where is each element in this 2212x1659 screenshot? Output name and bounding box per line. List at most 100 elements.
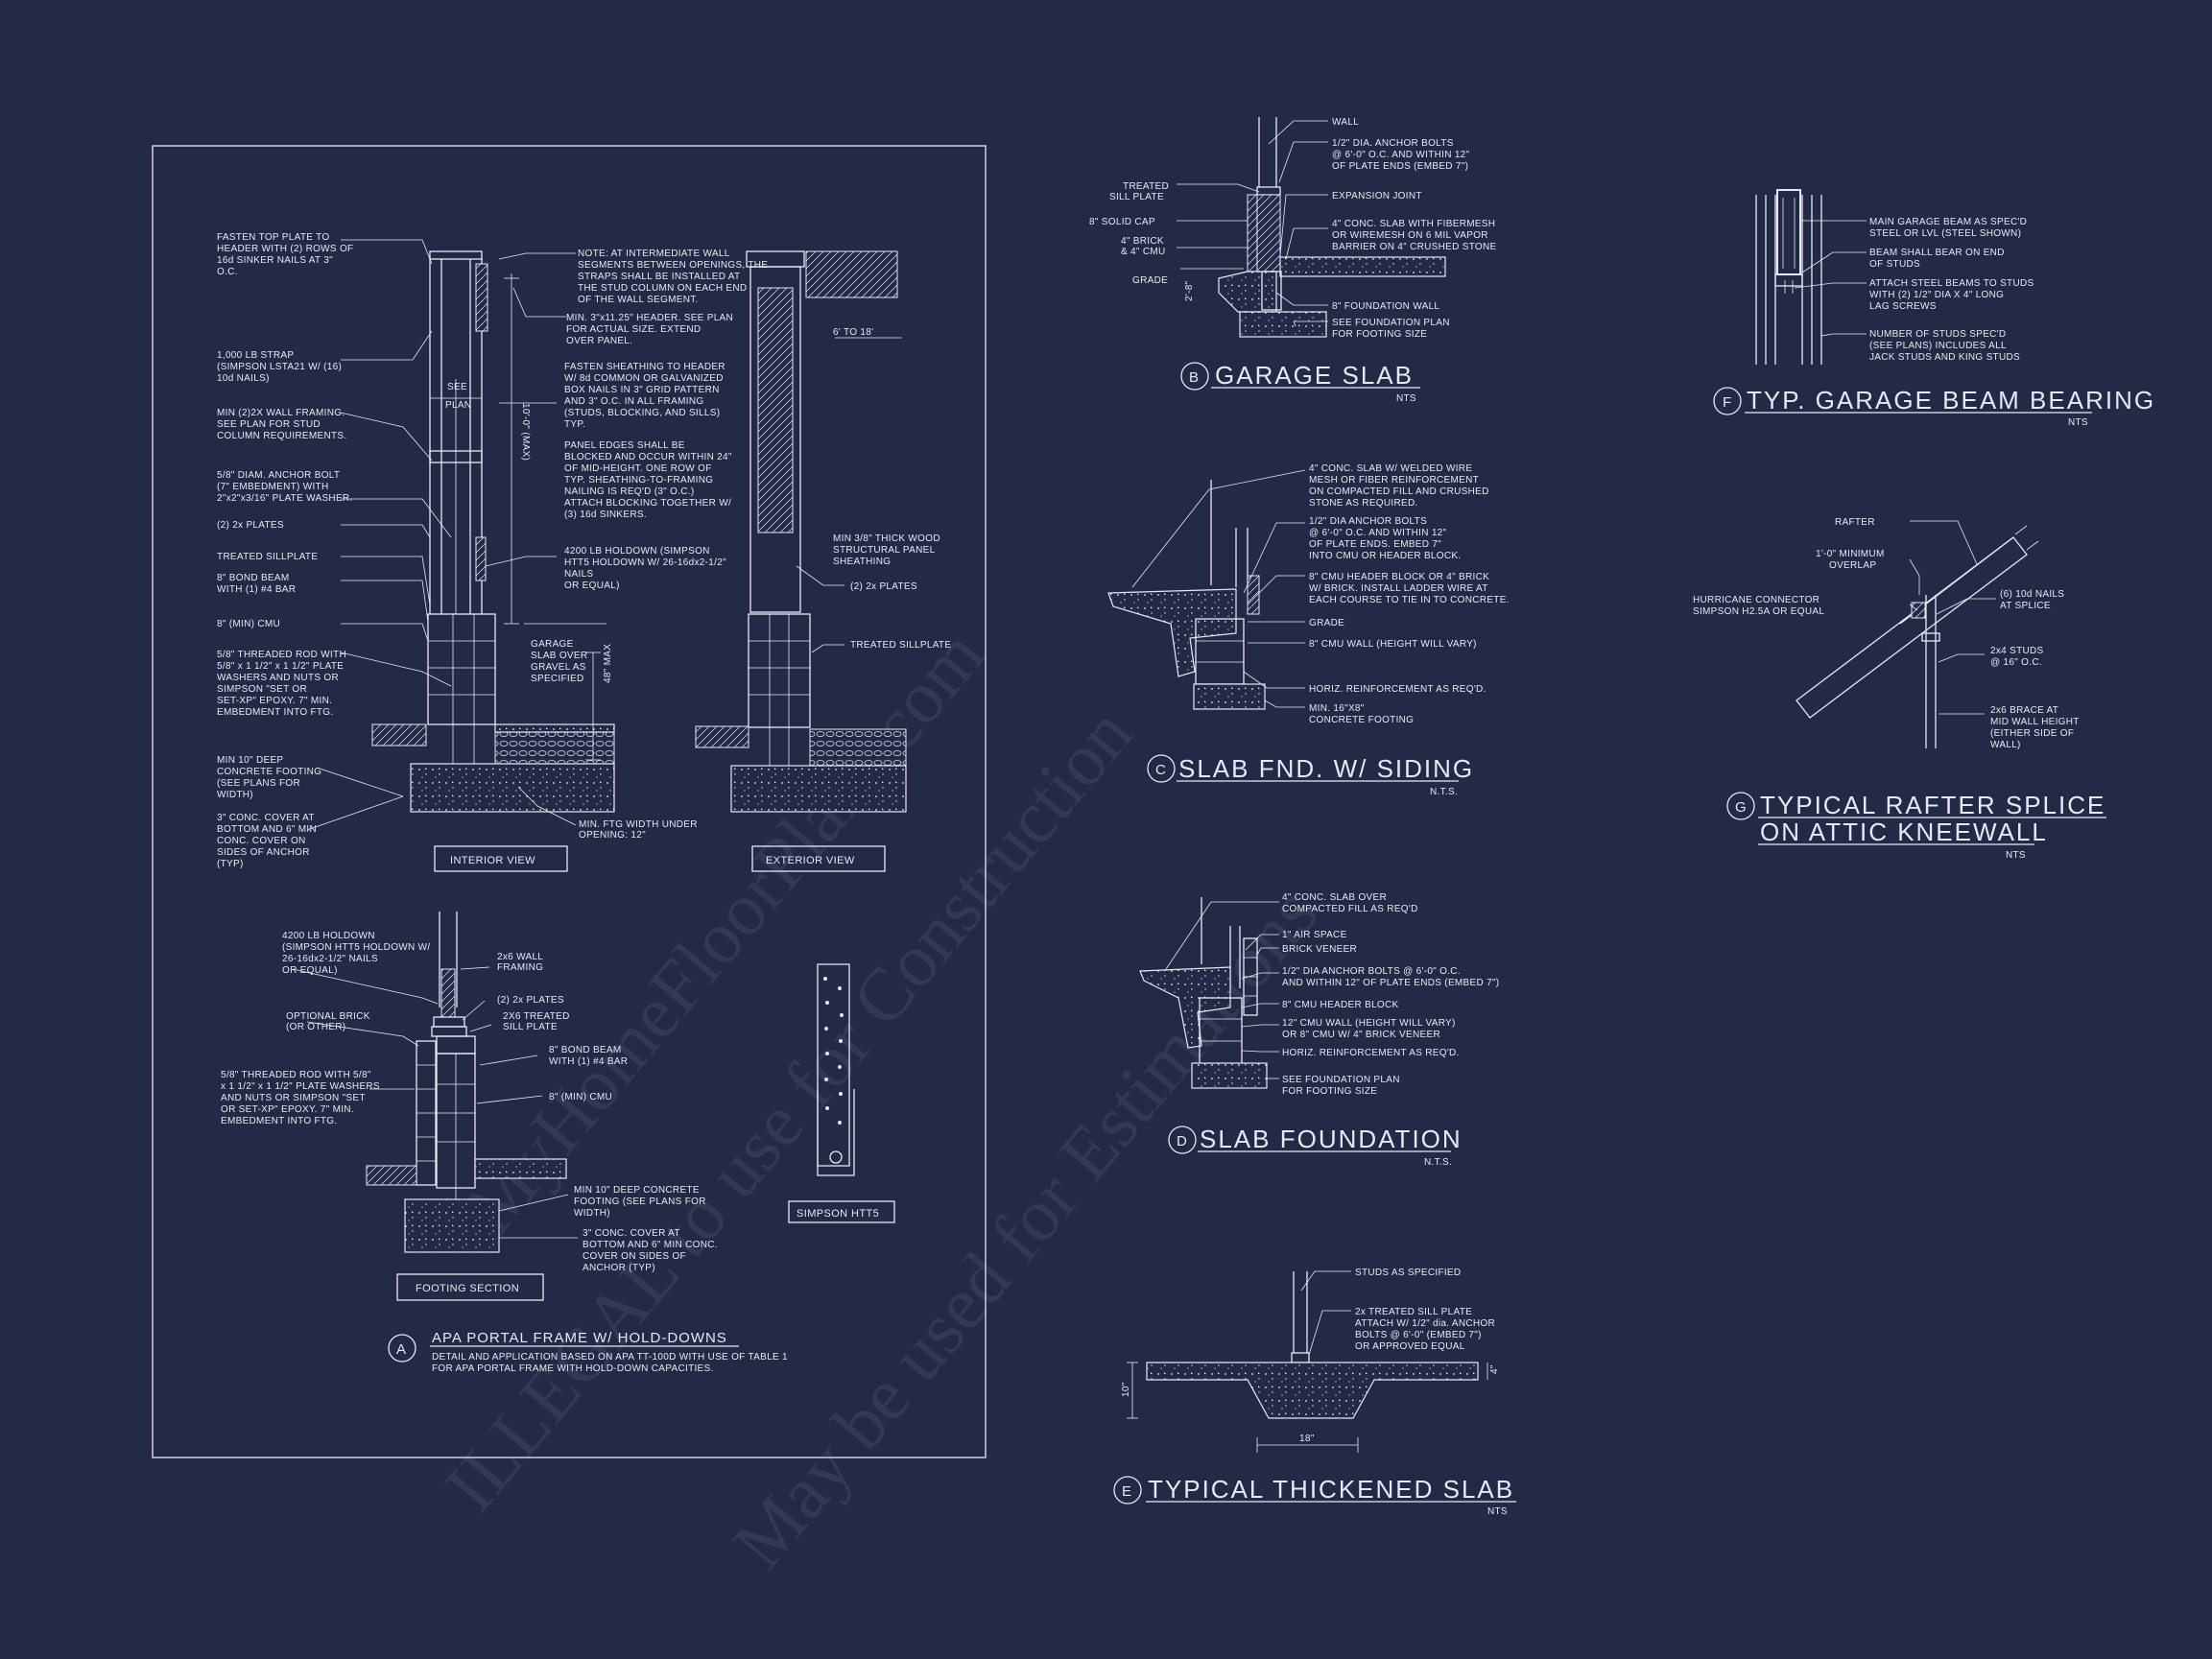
- detail-f-title: TYP. GARAGE BEAM BEARING: [1747, 386, 2155, 415]
- detail-a-border: [152, 145, 987, 1458]
- note-framing-2: SEE PLAN FOR STUD: [217, 419, 321, 430]
- note-garage-2: SLAB OVER: [531, 651, 587, 661]
- detail-f-leaders: [1794, 220, 1867, 337]
- note-rod-2: 5/8" x 1 1/2" x 1 1/2" PLATE: [217, 661, 344, 672]
- detail-g-leaders: [1909, 520, 1996, 715]
- detail-a-subtitle-1: DETAIL AND APPLICATION BASED ON APA TT-1…: [432, 1352, 788, 1363]
- note-sheathing-3: BOX NAILS IN 3" GRID PATTERN: [564, 385, 720, 395]
- detail-e-drawing: [1127, 1271, 1488, 1453]
- b-brick-2: & 4" CMU: [1121, 247, 1166, 257]
- note-osb-3: SHEATHING: [833, 557, 891, 567]
- detail-f-notes: MAIN GARAGE BEAM AS SPEC'D STEEL OR LVL …: [1713, 217, 2155, 428]
- footing-section-label: FOOTING SECTION: [416, 1283, 519, 1294]
- note-garage-1: GARAGE: [531, 639, 574, 650]
- note-footing-2: CONCRETE FOOTING: [217, 767, 321, 777]
- footing-section-drawing: [366, 912, 567, 1253]
- d-anchor-2: AND WITHIN 12" OF PLATE ENDS (EMBED 7"): [1282, 978, 1499, 988]
- detail-c-notes: 4" CONC. SLAB W/ WELDED WIRE MESH OR FIB…: [1147, 463, 1509, 797]
- f-studs-3: JACK STUDS AND KING STUDS: [1869, 352, 2020, 363]
- c-slab-3: ON COMPACTED FILL AND CRUSHED: [1309, 486, 1489, 497]
- note-anchor-3: 2"x2"x3/16" PLATE WASHER.: [217, 493, 353, 504]
- e-dim-width: 18": [1299, 1434, 1315, 1444]
- detail-g-title-2: ON ATTIC KNEEWALL: [1760, 818, 2048, 846]
- note-see-plan-1: SEE: [447, 382, 467, 392]
- fs-bond-1: 8" BOND BEAM: [549, 1045, 622, 1055]
- d-veneer: BRICK VENEER: [1282, 944, 1357, 955]
- note-framing-3: COLUMN REQUIREMENTS.: [217, 431, 346, 441]
- detail-e-notes: STUDS AS SPECIFIED 2x TREATED SILL PLATE…: [1113, 1268, 1516, 1517]
- note-panel-4: TYP. SHEATHING-TO-FRAMING: [564, 475, 713, 486]
- b-cap: 8" SOLID CAP: [1089, 217, 1155, 227]
- note-footing-1: MIN 10" DEEP: [217, 755, 283, 766]
- detail-e-marker: E: [1122, 1483, 1132, 1500]
- b-sill-2: SILL PLATE: [1109, 192, 1164, 202]
- exterior-view-label-box: [751, 845, 886, 872]
- c-anchor-1: 1/2" DIA ANCHOR BOLTS: [1309, 516, 1427, 527]
- note-header-3: OVER PANEL.: [566, 336, 632, 346]
- d-slab-1: 4" CONC. SLAB OVER: [1282, 892, 1387, 903]
- c-footing-1: MIN. 16"X8": [1309, 703, 1365, 714]
- note-sillplate-2: TREATED SILLPLATE: [850, 640, 951, 651]
- c-slab-1: 4" CONC. SLAB W/ WELDED WIRE: [1309, 463, 1472, 474]
- detail-e-leaders: [1300, 1270, 1351, 1356]
- c-header-1: 8" CMU HEADER BLOCK OR 4" BRICK: [1309, 572, 1489, 582]
- note-mid-4: THE STUD COLUMN ON EACH END: [578, 283, 747, 294]
- note-strap-3: 10d NAILS): [217, 373, 270, 384]
- f-studs-2: (SEE PLANS) INCLUDES ALL: [1869, 341, 2007, 351]
- detail-g-marker-circle: [1726, 792, 1755, 820]
- e-dim-slab: 4": [1489, 1364, 1500, 1374]
- note-ftg-width-2: OPENING: 12": [579, 830, 646, 841]
- fs-holdown-3: 26-16dx2-1/2" NAILS: [282, 954, 378, 964]
- fs-rod-3: AND NUTS OR SIMPSON "SET: [221, 1093, 366, 1103]
- note-sheathing-5: (STUDS, BLOCKING, AND SILLS): [564, 408, 720, 418]
- note-rod-3: WASHERS AND NUTS OR: [217, 673, 339, 683]
- note-ftg-width-1: MIN. FTG WIDTH UNDER: [579, 819, 698, 830]
- f-studs-1: NUMBER OF STUDS SPEC'D: [1869, 329, 2006, 340]
- detail-c-marker-circle: [1147, 754, 1176, 783]
- note-rod-5: SET-XP" EPOXY. 7" MIN.: [217, 696, 332, 706]
- b-sill-1: TREATED: [1123, 181, 1169, 192]
- interior-view-drawing: [371, 250, 615, 813]
- note-top-plate-1: FASTEN TOP PLATE TO: [217, 232, 329, 243]
- note-top-plate-3: 16d SINKER NAILS AT 3": [217, 255, 333, 266]
- note-mid-2: SEGMENTS BETWEEN OPENINGS, THE: [578, 260, 768, 271]
- fs-cover-1: 3" CONC. COVER AT: [583, 1228, 680, 1239]
- g-nails-2: AT SPLICE: [2000, 601, 2051, 611]
- note-plates-2: (2) 2x PLATES: [850, 581, 917, 592]
- detail-c-marker: C: [1155, 762, 1167, 778]
- g-connector-2: SIMPSON H2.5A OR EQUAL: [1693, 606, 1824, 617]
- g-brace-1: 2x6 BRACE AT: [1990, 705, 2058, 716]
- dim-48-max: 48" MAX: [603, 644, 613, 683]
- c-footing-2: CONCRETE FOOTING: [1309, 715, 1414, 725]
- fs-holdown-2: (SIMPSON HTT5 HOLDOWN W/: [282, 942, 430, 953]
- note-framing-1: MIN (2)2X WALL FRAMING.: [217, 408, 345, 418]
- detail-g-notes: RAFTER 1'-0" MINIMUM OVERLAP HURRICANE C…: [1693, 517, 2106, 861]
- detail-g-scale: NTS: [2006, 850, 2026, 861]
- fs-cmu: 8" (MIN) CMU: [549, 1092, 612, 1102]
- detail-b-notes: WALL 1/2" DIA. ANCHOR BOLTS @ 6'-0" O.C.…: [1089, 117, 1496, 404]
- b-joint: EXPANSION JOINT: [1332, 191, 1422, 201]
- note-garage-4: SPECIFIED: [531, 674, 584, 684]
- detail-d-leaders: [1165, 901, 1279, 1079]
- detail-f-marker-circle: [1713, 387, 1742, 415]
- detail-g-marker: G: [1735, 799, 1748, 816]
- simpson-label: SIMPSON HTT5: [797, 1208, 879, 1220]
- note-mid-1: NOTE: AT INTERMEDIATE WALL: [578, 249, 730, 259]
- c-slab-2: MESH OR FIBER REINFORCEMENT: [1309, 475, 1479, 486]
- c-anchor-3: OF PLATE ENDS. EMBED 7": [1309, 539, 1441, 550]
- detail-f-marker: F: [1723, 394, 1732, 411]
- fs-wall-2: FRAMING: [497, 962, 543, 973]
- detail-c-title: SLAB FND. W/ SIDING: [1178, 754, 1474, 783]
- detail-c-scale: N.T.S.: [1430, 787, 1458, 797]
- detail-a-marker-circle: [388, 1334, 416, 1363]
- fs-rod-1: 5/8" THREADED ROD WITH 5/8": [221, 1070, 371, 1080]
- detail-a-marker: A: [396, 1341, 407, 1358]
- b-brick-1: 4" BRICK: [1121, 236, 1164, 247]
- detail-d-notes: 4" CONC. SLAB OVER COMPACTED FILL AS REQ…: [1168, 892, 1499, 1168]
- detail-a-subtitle-2: FOR APA PORTAL FRAME WITH HOLD-DOWN CAPA…: [432, 1363, 714, 1374]
- simpson-htt5-drawing: [817, 963, 855, 1176]
- detail-e-title: TYPICAL THICKENED SLAB: [1148, 1475, 1514, 1504]
- fs-rod-4: OR SET-XP" EPOXY. 7" MIN.: [221, 1104, 354, 1115]
- fs-footing-2: FOOTING (SEE PLANS FOR: [574, 1197, 706, 1207]
